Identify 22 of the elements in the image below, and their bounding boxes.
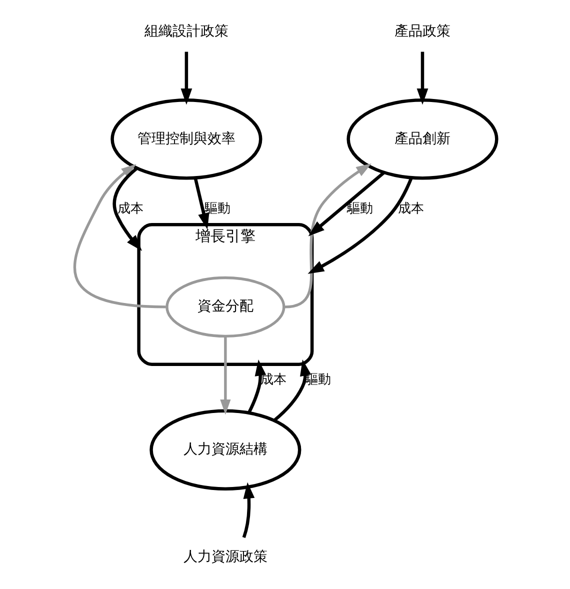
node-text: 組織設計政策 — [144, 24, 228, 40]
edge-label: 成本 — [117, 201, 144, 216]
arrow — [112, 167, 142, 252]
arrow — [272, 360, 311, 422]
node-ellipse: 管理控制與效率 — [110, 98, 262, 180]
arrow — [307, 177, 412, 274]
node-ellipse: 資金分配 — [165, 276, 285, 338]
arrow — [242, 482, 254, 538]
arrow — [416, 52, 428, 105]
node-ellipse: 人力資源結構 — [149, 409, 301, 490]
arrow — [193, 178, 209, 230]
arrow — [220, 337, 230, 415]
arrow — [308, 171, 385, 236]
edge-label: 驅動 — [204, 201, 230, 216]
edge-label: 成本 — [398, 201, 424, 216]
arrow — [72, 164, 166, 308]
node-ellipse: 產品創新 — [346, 98, 498, 180]
node-text: 人力資源政策 — [182, 548, 267, 565]
node-text: 產品政策 — [394, 24, 450, 40]
arrow — [284, 164, 371, 308]
arrow — [246, 359, 266, 414]
arrow — [180, 52, 192, 105]
